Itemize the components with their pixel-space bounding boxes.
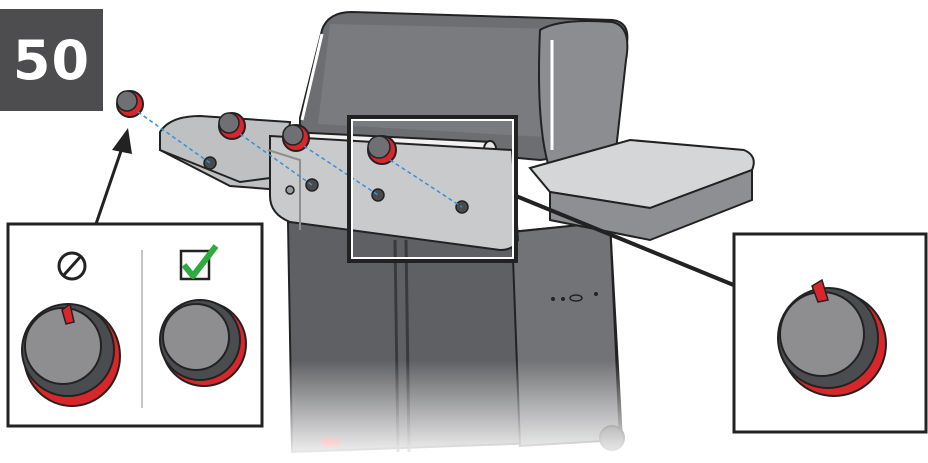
callout-arrow-left	[96, 128, 132, 224]
incorrect-knob	[22, 304, 120, 406]
knob-on-grill-4	[368, 136, 396, 164]
detail-inset	[734, 234, 926, 432]
correct-knob	[160, 300, 246, 386]
comparison-inset	[8, 224, 262, 426]
